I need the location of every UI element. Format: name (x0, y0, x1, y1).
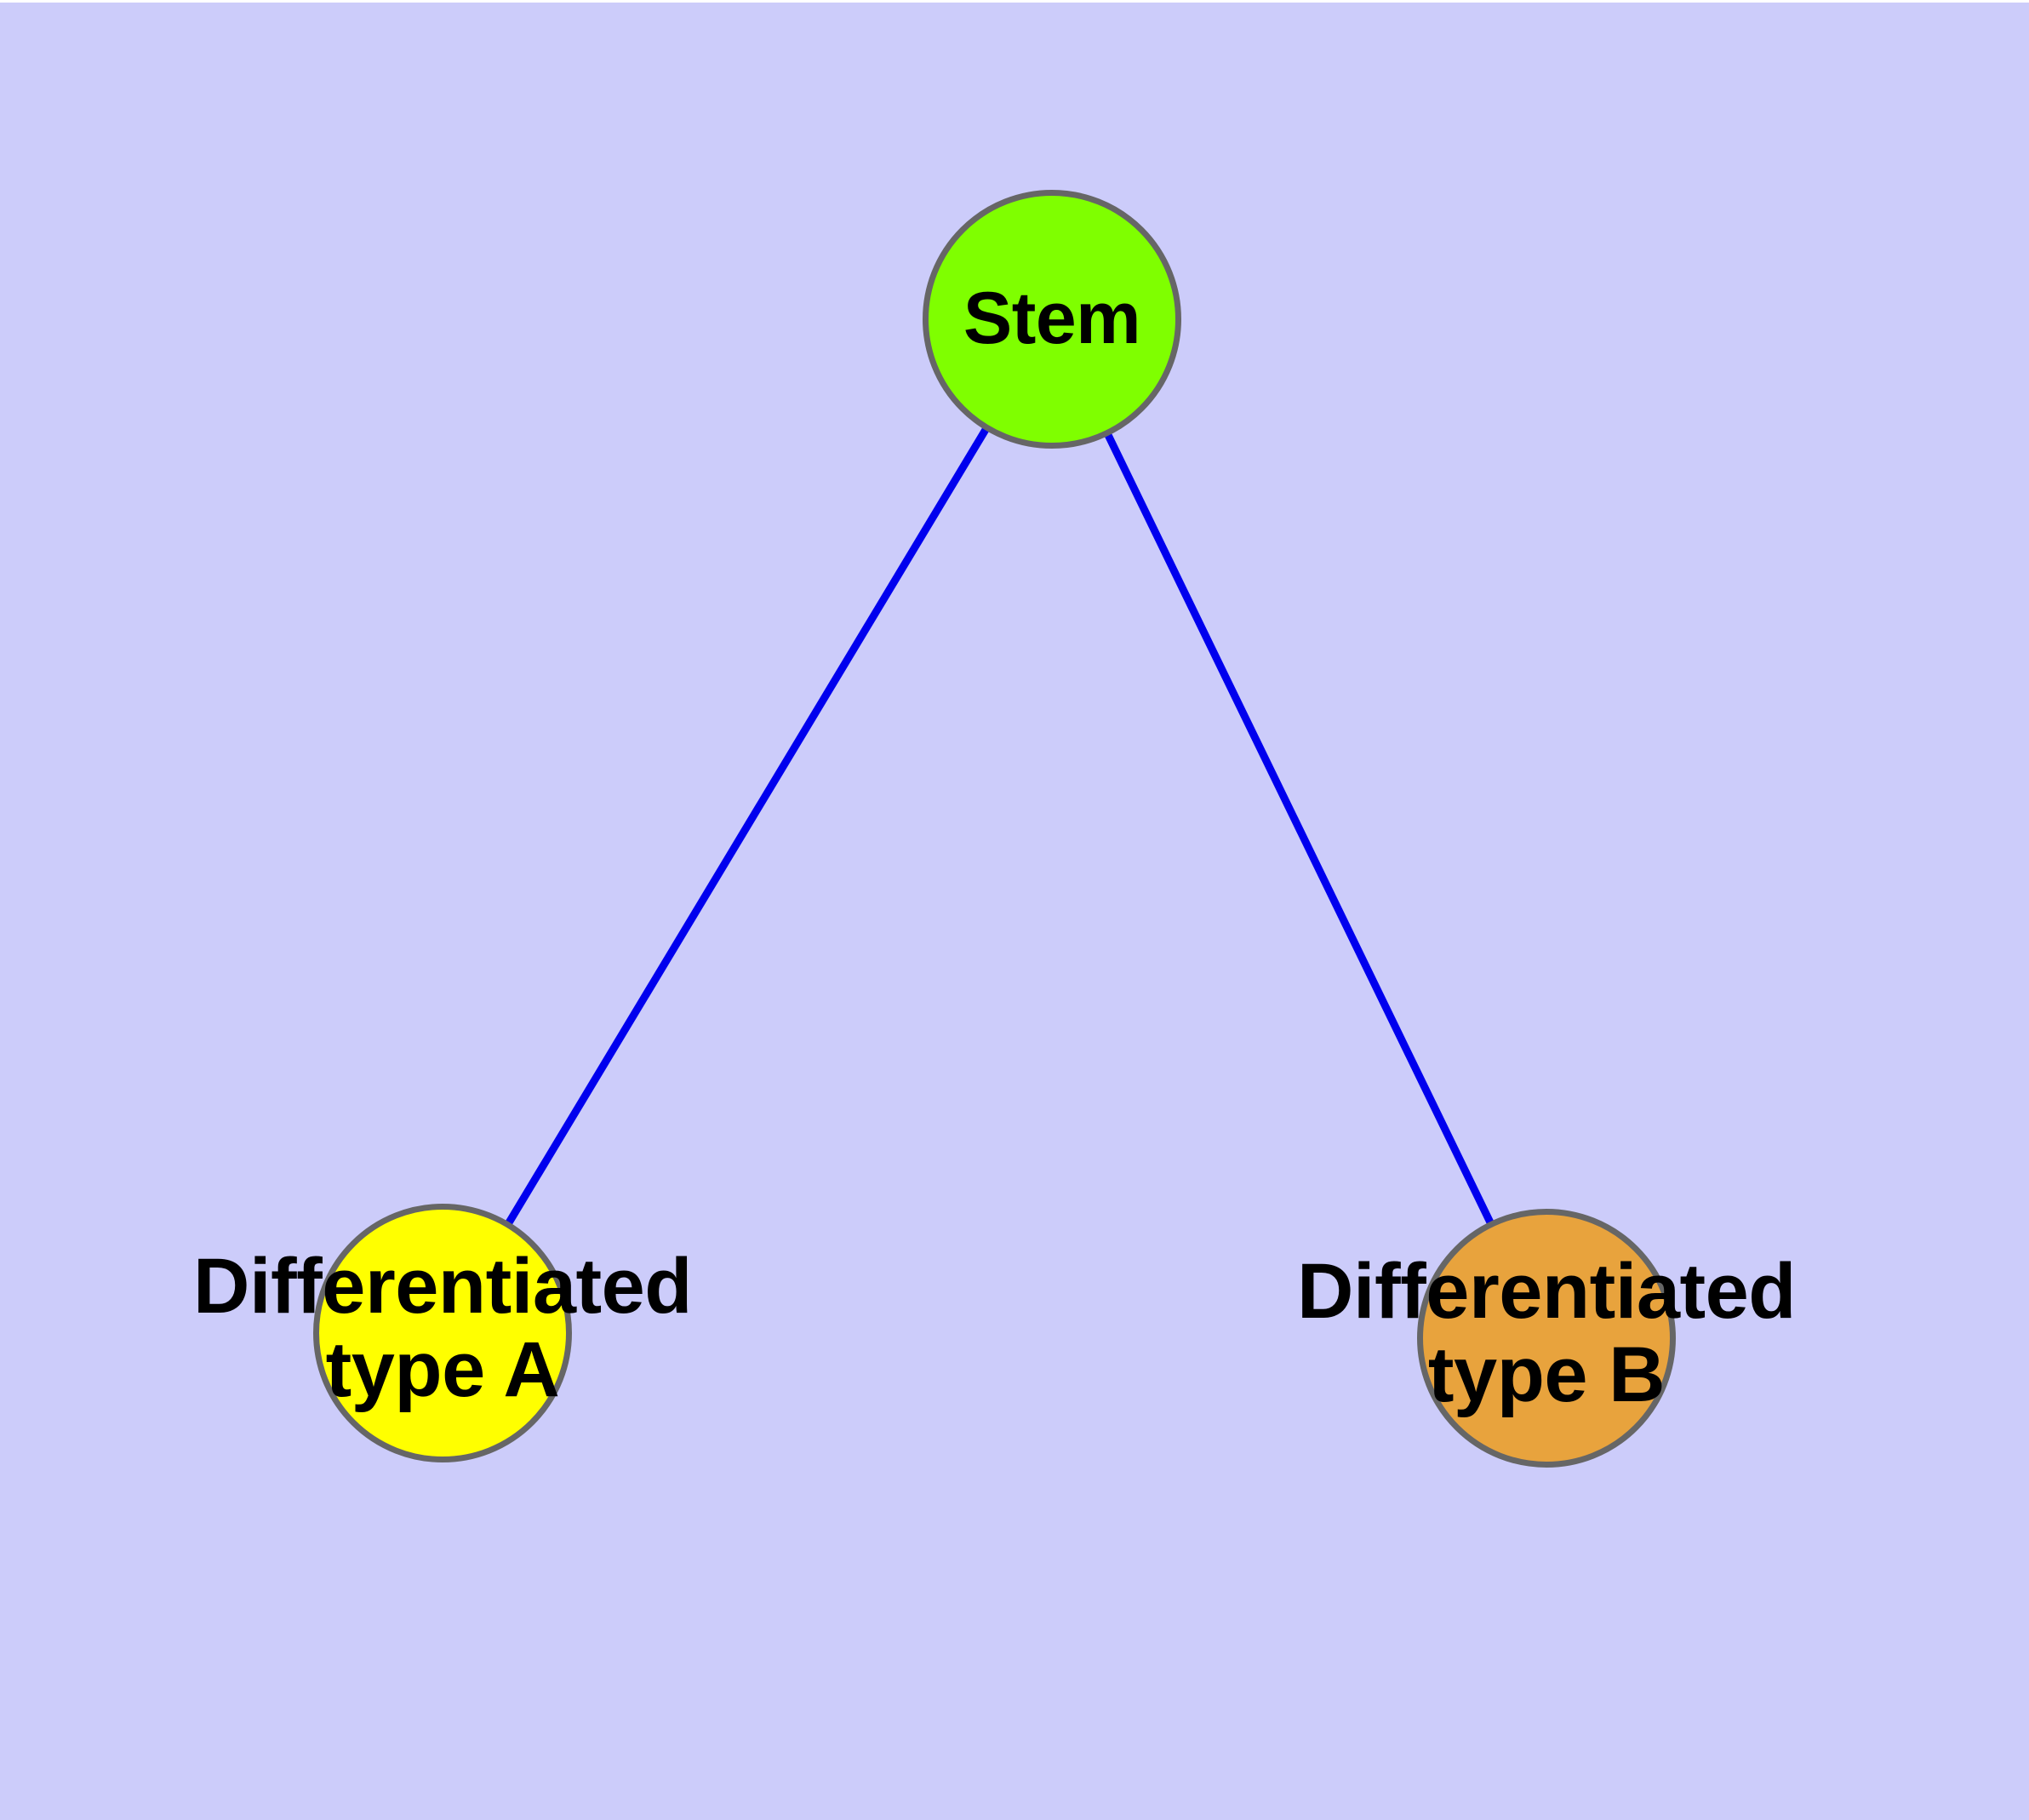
edge-stem-to-differentiated-type-a[interactable] (497, 413, 997, 1239)
node-differentiated-type-a[interactable] (313, 1204, 572, 1462)
edge-stem-to-differentiated-type-b[interactable] (1097, 418, 1501, 1239)
node-differentiated-type-b[interactable] (1417, 1209, 1676, 1468)
nodes-layer (313, 190, 1676, 1468)
node-stem[interactable] (923, 190, 1181, 449)
edges-layer (497, 413, 1501, 1239)
